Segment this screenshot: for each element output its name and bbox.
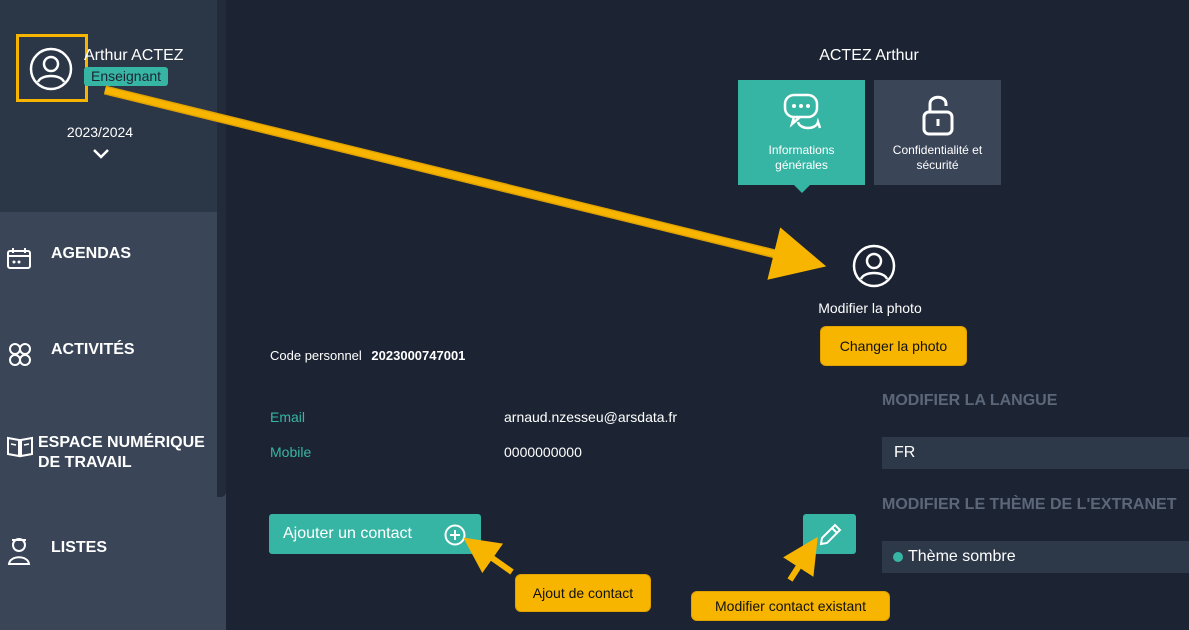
email-label: Email [270,409,306,425]
mobile-value: 0000000000 [504,444,582,460]
chat-bubbles-icon [783,93,822,130]
edit-contact-button[interactable] [803,514,856,554]
tab-label-line2: sécurité [916,158,959,172]
school-year[interactable]: 2023/2024 [66,124,134,140]
theme-section-title: MODIFIER LE THÈME DE L'EXTRANET [882,496,1177,513]
plus-circle-icon [444,524,466,546]
tab-label-line1: Informations [768,143,835,157]
calendar-icon [7,248,31,269]
sidebar-item-label: LISTES [51,539,108,556]
sidebar-scrollbar[interactable] [217,0,226,497]
personal-code-label: Code personnel [270,348,362,363]
chevron-down-icon[interactable] [92,148,110,160]
callout-change-photo: Changer la photo [821,327,966,365]
add-contact-label: Ajouter un contact [283,525,412,542]
profile-name: ACTEZ Arthur [819,47,919,64]
user-panel [0,0,217,212]
sidebar-item-listes[interactable]: LISTES [0,534,217,570]
tab-privacy-security[interactable]: Confidentialité et sécurité [874,80,1001,185]
profile-photo-icon[interactable] [851,243,897,289]
avatar[interactable] [16,34,88,102]
sidebar: Arthur ACTEZ Enseignant 2023/2024 AGENDA… [0,0,226,630]
language-section-title: MODIFIER LA LANGUE [882,392,1058,409]
tab-label: Confidentialité et sécurité [874,143,1001,173]
activities-icon [9,343,31,366]
callout-edit-contact: Modifier contact existant [692,592,889,620]
edit-photo-link[interactable]: Modifier la photo [818,300,922,316]
theme-select[interactable]: Thème sombre [882,541,1189,573]
email-value: arnaud.nzesseu@arsdata.fr [504,409,677,425]
personal-code: Code personnel 2023000747001 [270,348,465,363]
book-icon [7,436,33,458]
add-contact-button[interactable]: Ajouter un contact [269,514,481,554]
sidebar-item-label: AGENDAS [51,245,132,262]
unlock-icon [922,95,954,136]
sidebar-item-label: ESPACE NUMÉRIQUE DE TRAVAIL [38,433,205,473]
personal-code-value: 2023000747001 [371,348,466,363]
theme-dot-icon [893,552,903,562]
language-value: FR [894,444,916,461]
sidebar-item-label-line1: ESPACE NUMÉRIQUE [38,434,205,451]
user-avatar-icon [29,47,73,91]
user-name: Arthur ACTEZ [84,47,184,64]
student-icon [7,538,31,565]
callout-add-contact: Ajout de contact [516,575,650,611]
role-badge: Enseignant [84,67,169,86]
sidebar-item-ent[interactable]: ESPACE NUMÉRIQUE DE TRAVAIL [0,432,217,476]
sidebar-item-label-line2: DE TRAVAIL [38,454,132,471]
tab-label-line2: générales [775,158,828,172]
tab-label: Informations générales [738,143,865,173]
mobile-label: Mobile [270,444,312,460]
language-select[interactable]: FR [882,437,1189,469]
sidebar-item-activites[interactable]: ACTIVITÉS [0,336,217,372]
pencil-icon [819,523,842,546]
sidebar-item-agendas[interactable]: AGENDAS [0,240,217,276]
theme-value: Thème sombre [908,548,1016,565]
tab-label-line1: Confidentialité et [892,143,983,157]
sidebar-item-label: ACTIVITÉS [51,341,135,358]
tab-general-info[interactable]: Informations générales [738,80,865,193]
